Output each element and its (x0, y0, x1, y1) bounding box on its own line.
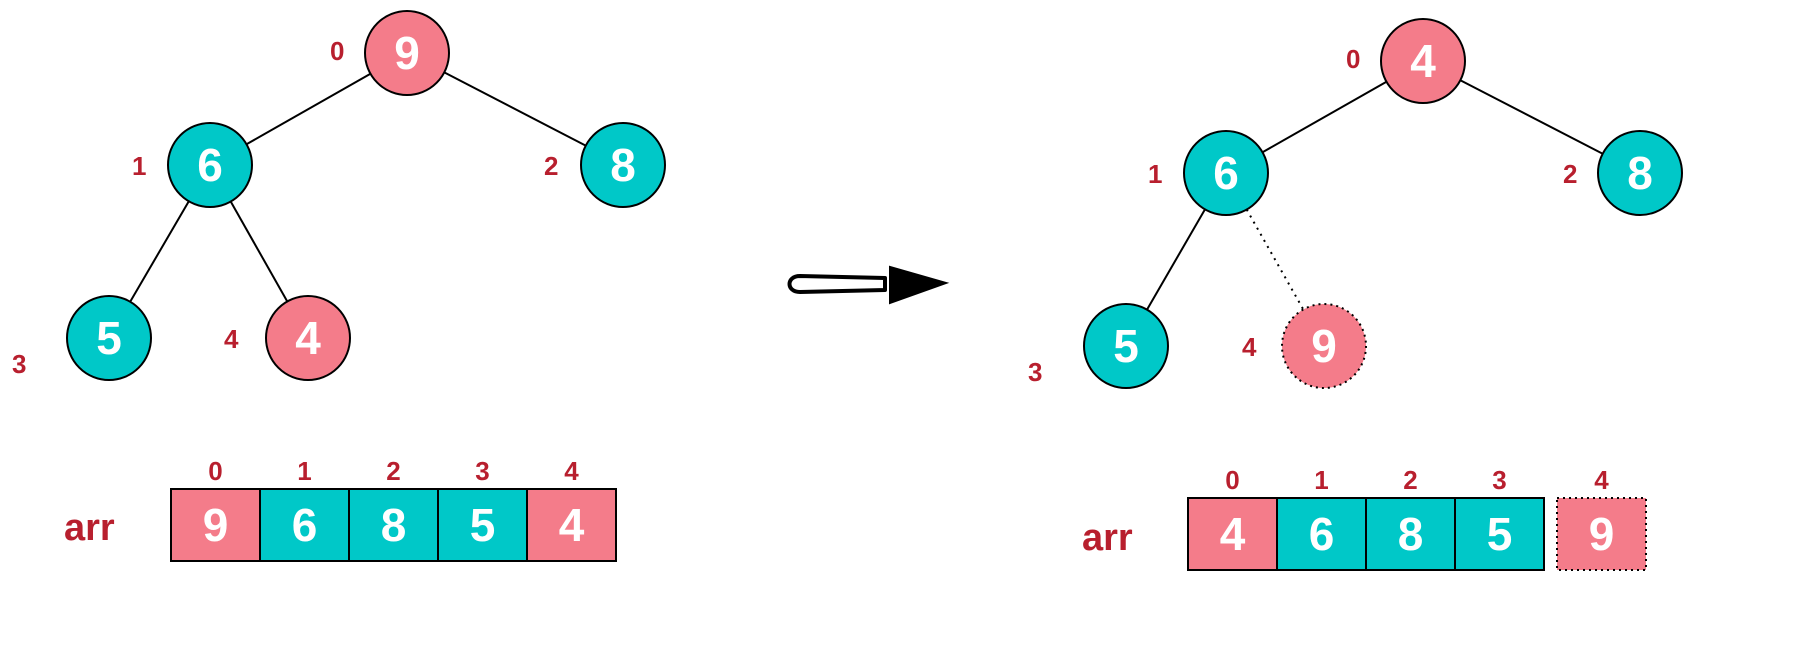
tree-edge-after-0-2 (1459, 79, 1604, 155)
node-index-label: 1 (132, 151, 146, 181)
array-cell-after-2: 82 (1365, 465, 1456, 571)
array-cell-box (1556, 497, 1647, 571)
right-arrow-icon (787, 265, 950, 305)
array-index-label: 0 (208, 456, 222, 486)
array-index-label: 2 (1403, 465, 1417, 495)
array-label: arr (1082, 517, 1133, 559)
array-cell-before-3: 53 (437, 456, 528, 562)
array-cell-box (1276, 497, 1367, 571)
array-cell-box (1187, 497, 1278, 571)
tree-edge-before-0-1 (246, 72, 371, 146)
array-cell-value: 6 (1309, 508, 1335, 560)
tree-edge-before-1-4 (229, 201, 289, 302)
array-cell-box (437, 488, 528, 562)
array-index-label: 2 (386, 456, 400, 486)
tree-edge-after-0-1 (1262, 80, 1387, 154)
array-cell-before-4: 44 (526, 456, 617, 562)
dotted-edge-after-1-4 (1245, 209, 1305, 310)
node-index-label: 3 (1028, 357, 1042, 387)
node-index-label: 1 (1148, 159, 1162, 189)
array-cell-before-1: 61 (259, 456, 350, 562)
node-value: 8 (1627, 147, 1653, 199)
node-index-label: 4 (1242, 332, 1257, 362)
array-cell-value: 6 (292, 499, 318, 551)
tree-node-after-2: 82 (1563, 130, 1683, 216)
node-index-label: 3 (12, 349, 26, 379)
array-index-label: 3 (1492, 465, 1506, 495)
node-index-label: 2 (544, 151, 558, 181)
node-value: 8 (610, 139, 636, 191)
node-circle (580, 122, 666, 208)
array-cell-value: 5 (1487, 508, 1513, 560)
node-value: 4 (295, 312, 321, 364)
tree-node-after-0: 40 (1346, 18, 1466, 104)
array-cell-box (1365, 497, 1456, 571)
array-cell-after-0: 40 (1187, 465, 1278, 571)
node-value: 6 (1213, 147, 1239, 199)
array-cell-before-2: 82 (348, 456, 439, 562)
array-cell-value: 9 (203, 499, 229, 551)
tree-node-before-2: 82 (544, 122, 666, 208)
tree-node-before-1: 61 (132, 122, 253, 208)
array-cell-value: 9 (1589, 508, 1615, 560)
array-cell-after-4: 94 (1556, 465, 1647, 571)
tree-node-after-4: 94 (1242, 303, 1367, 389)
node-index-label: 0 (330, 36, 344, 66)
node-value: 9 (1311, 320, 1337, 372)
array-cell-after-1: 61 (1276, 465, 1367, 571)
array-cell-box (259, 488, 350, 562)
array-index-label: 1 (297, 456, 311, 486)
array-cell-before-0: 90 (170, 456, 261, 562)
array-cell-value: 4 (1220, 508, 1246, 560)
node-value: 5 (1113, 320, 1139, 372)
node-value: 9 (394, 27, 420, 79)
array-label: arr (64, 507, 115, 549)
array-cell-value: 8 (1398, 508, 1424, 560)
array-index-label: 0 (1225, 465, 1239, 495)
array-cell-after-3: 53 (1454, 465, 1545, 571)
array-index-label: 1 (1314, 465, 1328, 495)
array-cell-value: 5 (470, 499, 496, 551)
tree-edges (129, 71, 1604, 311)
tree-node-before-4: 44 (224, 295, 351, 381)
node-circle (1083, 303, 1169, 389)
node-circle (364, 10, 450, 96)
tree-edge-before-0-2 (443, 71, 587, 147)
array-index-label: 4 (564, 456, 579, 486)
node-index-label: 2 (1563, 159, 1577, 189)
tree-edge-after-1-3 (1146, 208, 1206, 311)
node-circle (1183, 130, 1269, 216)
node-circle (1380, 18, 1466, 104)
tree-node-before-0: 90 (330, 10, 450, 96)
array-cell-value: 4 (559, 499, 585, 551)
tree-node-before-3: 53 (12, 295, 152, 381)
array-cell-box (526, 488, 617, 562)
array-cell-box (1454, 497, 1545, 571)
node-circle (66, 295, 152, 381)
node-circle (1281, 303, 1367, 389)
node-value: 5 (96, 312, 122, 364)
node-value: 4 (1410, 35, 1436, 87)
array-index-label: 4 (1594, 465, 1609, 495)
node-index-label: 4 (224, 324, 239, 354)
node-circle (1597, 130, 1683, 216)
tree-node-after-3: 53 (1028, 303, 1169, 389)
tree-edge-before-1-3 (129, 200, 190, 303)
node-index-label: 0 (1346, 44, 1360, 74)
tree-node-after-1: 61 (1148, 130, 1269, 216)
node-circle (265, 295, 351, 381)
node-circle (167, 122, 253, 208)
array-cell-box (348, 488, 439, 562)
node-value: 6 (197, 139, 223, 191)
array-index-label: 3 (475, 456, 489, 486)
array-cell-value: 8 (381, 499, 407, 551)
